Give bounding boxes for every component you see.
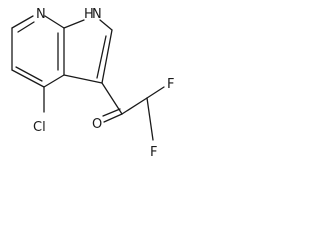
bond-cf2-f-top: [146, 86, 165, 99]
bond-c2-c3: [101, 29, 113, 84]
bond-c3-c3a: [63, 74, 103, 84]
atom-label-pyrrole-n: N: [92, 7, 102, 22]
bond-c6-n7-inner: [17, 21, 35, 33]
bond-n1-c2: [99, 19, 113, 31]
bond-carbonyl-cf2: [121, 97, 148, 115]
bond-c2-c3-inner: [96, 35, 107, 79]
bond-c6-n7: [11, 15, 34, 29]
molecule-drawing: N H N Cl O F F: [11, 7, 174, 160]
bond-carbonyl-o-double: [102, 108, 121, 117]
atom-label-pyridine-n: N: [36, 7, 46, 22]
bond-layer: [11, 15, 165, 141]
bond-carbonyl-o: [103, 113, 123, 123]
atom-label-oxygen: O: [92, 117, 102, 132]
bond-c3a-c4: [43, 74, 65, 88]
atom-label-pyrrole-h: H: [84, 7, 94, 22]
atom-label-fluorine-bottom: F: [150, 145, 157, 160]
bond-c4-c5-inner: [15, 66, 43, 82]
atom-label-chlorine: Cl: [33, 120, 46, 135]
atom-labels: N H N Cl O F F: [33, 7, 174, 160]
bond-c7a-n1: [63, 19, 85, 29]
bond-cf2-f-bottom: [146, 97, 154, 141]
bond-c4-c5: [11, 69, 45, 88]
bond-c3-carbonyl: [101, 82, 123, 115]
structure-canvas: N H N Cl O F F: [0, 0, 196, 178]
atom-label-fluorine-top: F: [167, 77, 174, 92]
bond-n7-c7a: [44, 15, 65, 29]
